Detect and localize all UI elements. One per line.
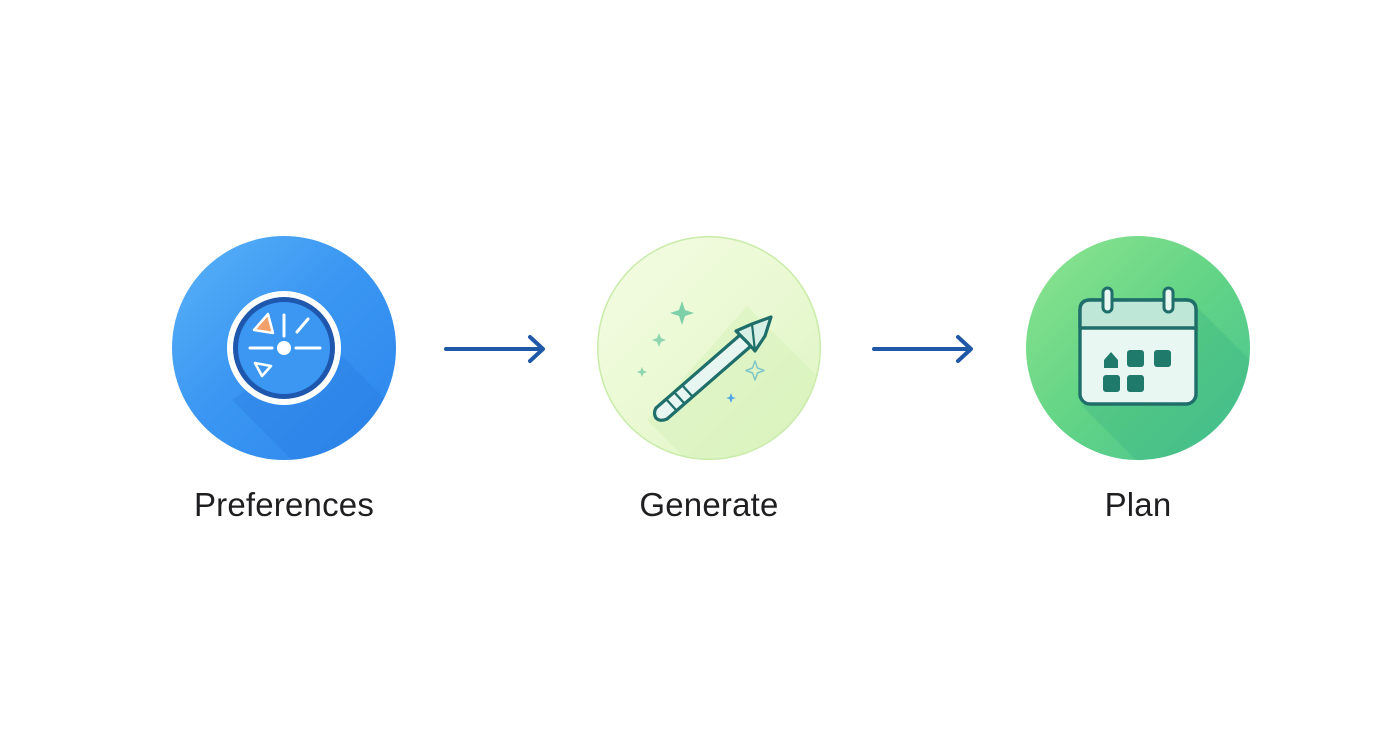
magic-wand-icon	[637, 301, 773, 422]
step-preferences: Preferences	[172, 236, 396, 524]
calendar-icon	[1078, 286, 1198, 406]
arrow-right-icon	[444, 335, 545, 363]
step-plan: Plan	[1026, 236, 1250, 524]
preferences-circle	[172, 236, 396, 460]
generate-circle	[597, 236, 821, 460]
step-label: Generate	[639, 486, 779, 523]
step-label: Preferences	[193, 486, 375, 523]
step-label: Plan	[1104, 486, 1172, 523]
dial-icon	[227, 291, 341, 405]
step-generate: Generate	[597, 236, 821, 524]
plan-circle	[1026, 236, 1250, 460]
arrow-right-icon	[872, 335, 973, 363]
